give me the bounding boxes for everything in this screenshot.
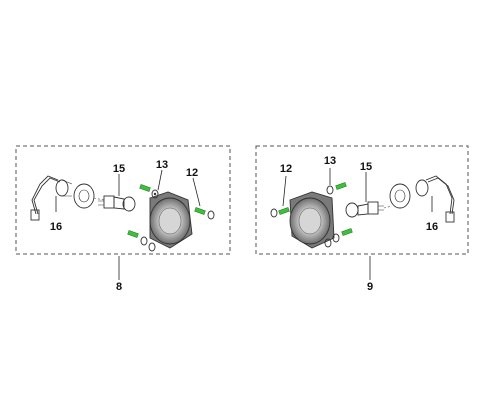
right-wiring-harness [415,175,455,223]
left-screw-right [194,207,215,220]
group-number-right: 9 [367,281,373,293]
right-screw-left [270,207,290,218]
callout-left-12: 12 [186,167,198,179]
callout-left-16: 16 [50,221,62,233]
right-assembly-group: 12 13 15 16 9 [255,145,469,293]
left-bulb [98,195,136,212]
callout-right-16: 16 [426,221,438,233]
callout-right-15: 15 [360,161,372,173]
left-headlamp-reflector [149,191,193,249]
left-group-frame [15,145,231,255]
callout-right-12: 12 [280,163,292,175]
left-screw-bottom [127,230,156,252]
left-assembly-group: 16 15 13 12 8 [15,145,231,293]
leader-left-12 [192,177,201,207]
right-bulb-holder [383,183,411,209]
right-screw-top [326,182,347,195]
callout-left-15: 15 [113,163,125,175]
left-bulb-holder [73,183,105,209]
right-screw-bottom [324,228,353,248]
left-washer-top [151,189,159,199]
right-group-frame [255,145,469,255]
leader-right-12 [282,175,287,207]
callout-left-13: 13 [156,159,168,171]
left-wiring-harness [30,175,73,221]
right-bulb [345,201,384,218]
right-headlamp-reflector [289,191,335,249]
callout-right-13: 13 [324,155,336,167]
left-screw-top [139,184,151,192]
group-number-left: 8 [116,281,122,293]
leader-left-13 [157,169,163,191]
